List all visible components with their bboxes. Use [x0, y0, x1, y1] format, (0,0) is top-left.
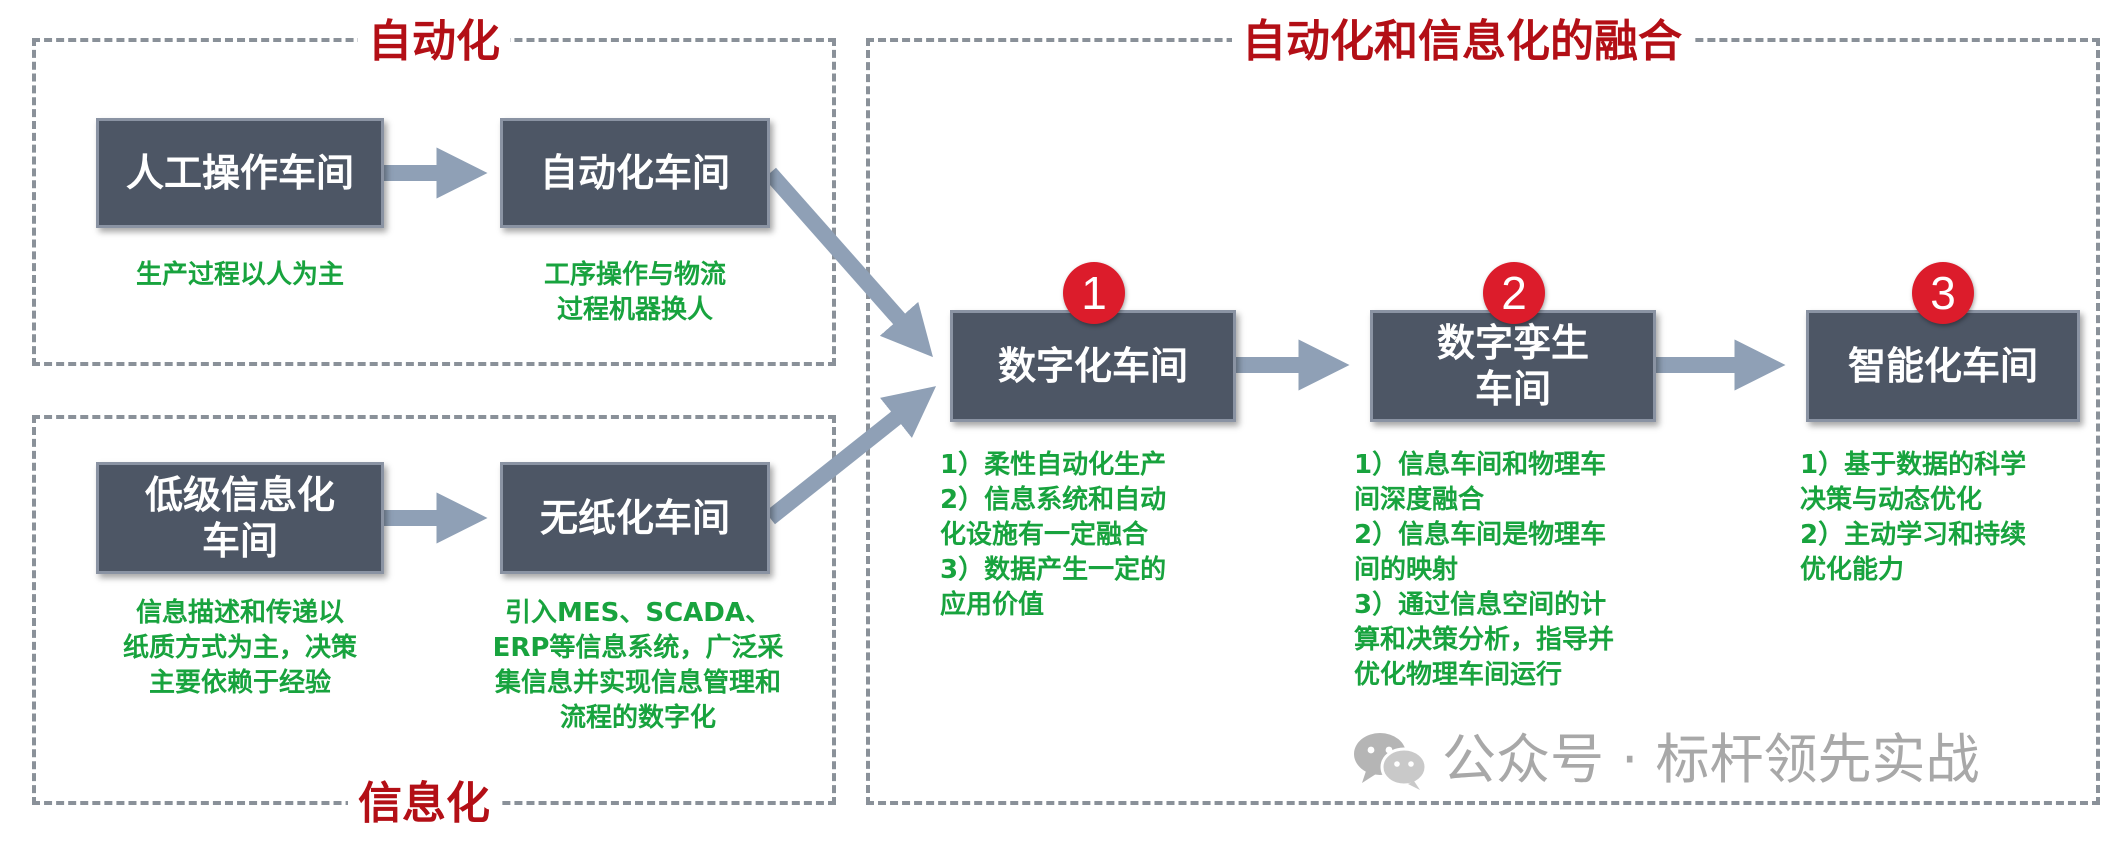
- wechat-icon: [1354, 733, 1428, 790]
- node-smart-workshop: 智能化车间: [1806, 310, 2080, 422]
- node-automated-workshop-label: 自动化车间: [539, 151, 730, 195]
- note-paperless: 引入MES、SCADA、 ERP等信息系统，广泛采 集信息并实现信息管理和 流程…: [492, 598, 784, 733]
- node-smart-workshop-label: 智能化车间: [1847, 344, 2038, 388]
- informatization-title: 信息化: [348, 776, 500, 832]
- stage-badge-2: 2: [1483, 262, 1545, 324]
- watermark-text: 公众号 · 标杆领先实战: [1442, 728, 1980, 791]
- node-paperless-workshop: 无纸化车间: [500, 462, 770, 574]
- node-paperless-workshop-label: 无纸化车间: [539, 496, 730, 540]
- note-low-info: 信息描述和传递以 纸质方式为主，决策 主要依赖于经验: [122, 598, 357, 698]
- node-digital-twin-workshop: 数字孪生 车间: [1370, 310, 1656, 422]
- note-manual: 生产过程以人为主: [135, 260, 344, 290]
- fusion-title: 自动化和信息化的融合: [1232, 14, 1692, 70]
- note-smart: 1）基于数据的科学 决策与动态优化 2）主动学习和持续 优化能力: [1800, 450, 2027, 585]
- arrow-paperless-to-digital: [765, 386, 937, 525]
- note-automated: 工序操作与物流 过程机器换人: [543, 260, 726, 325]
- node-manual-workshop: 人工操作车间: [96, 118, 384, 228]
- node-digital-twin-workshop-label: 数字孪生 车间: [1436, 321, 1589, 411]
- arrow-automated-to-digital: [764, 167, 933, 358]
- node-low-info-workshop-label: 低级信息化 车间: [144, 473, 335, 563]
- node-automated-workshop: 自动化车间: [500, 118, 770, 228]
- automation-title: 自动化: [358, 14, 510, 70]
- node-low-info-workshop: 低级信息化 车间: [96, 462, 384, 574]
- node-manual-workshop-label: 人工操作车间: [125, 151, 354, 195]
- stage-badge-1: 1: [1063, 262, 1125, 324]
- note-digital-twin: 1）信息车间和物理车 间深度融合 2）信息车间是物理车 间的映射 3）通过信息空…: [1354, 450, 1615, 690]
- node-digital-workshop-label: 数字化车间: [997, 344, 1188, 388]
- watermark: 公众号 · 标杆领先实战: [1352, 728, 1980, 792]
- stage-badge-3: 3: [1912, 262, 1974, 324]
- note-digital: 1）柔性自动化生产 2）信息系统和自动 化设施有一定融合 3）数据产生一定的 应…: [940, 450, 1167, 620]
- node-digital-workshop: 数字化车间: [950, 310, 1236, 422]
